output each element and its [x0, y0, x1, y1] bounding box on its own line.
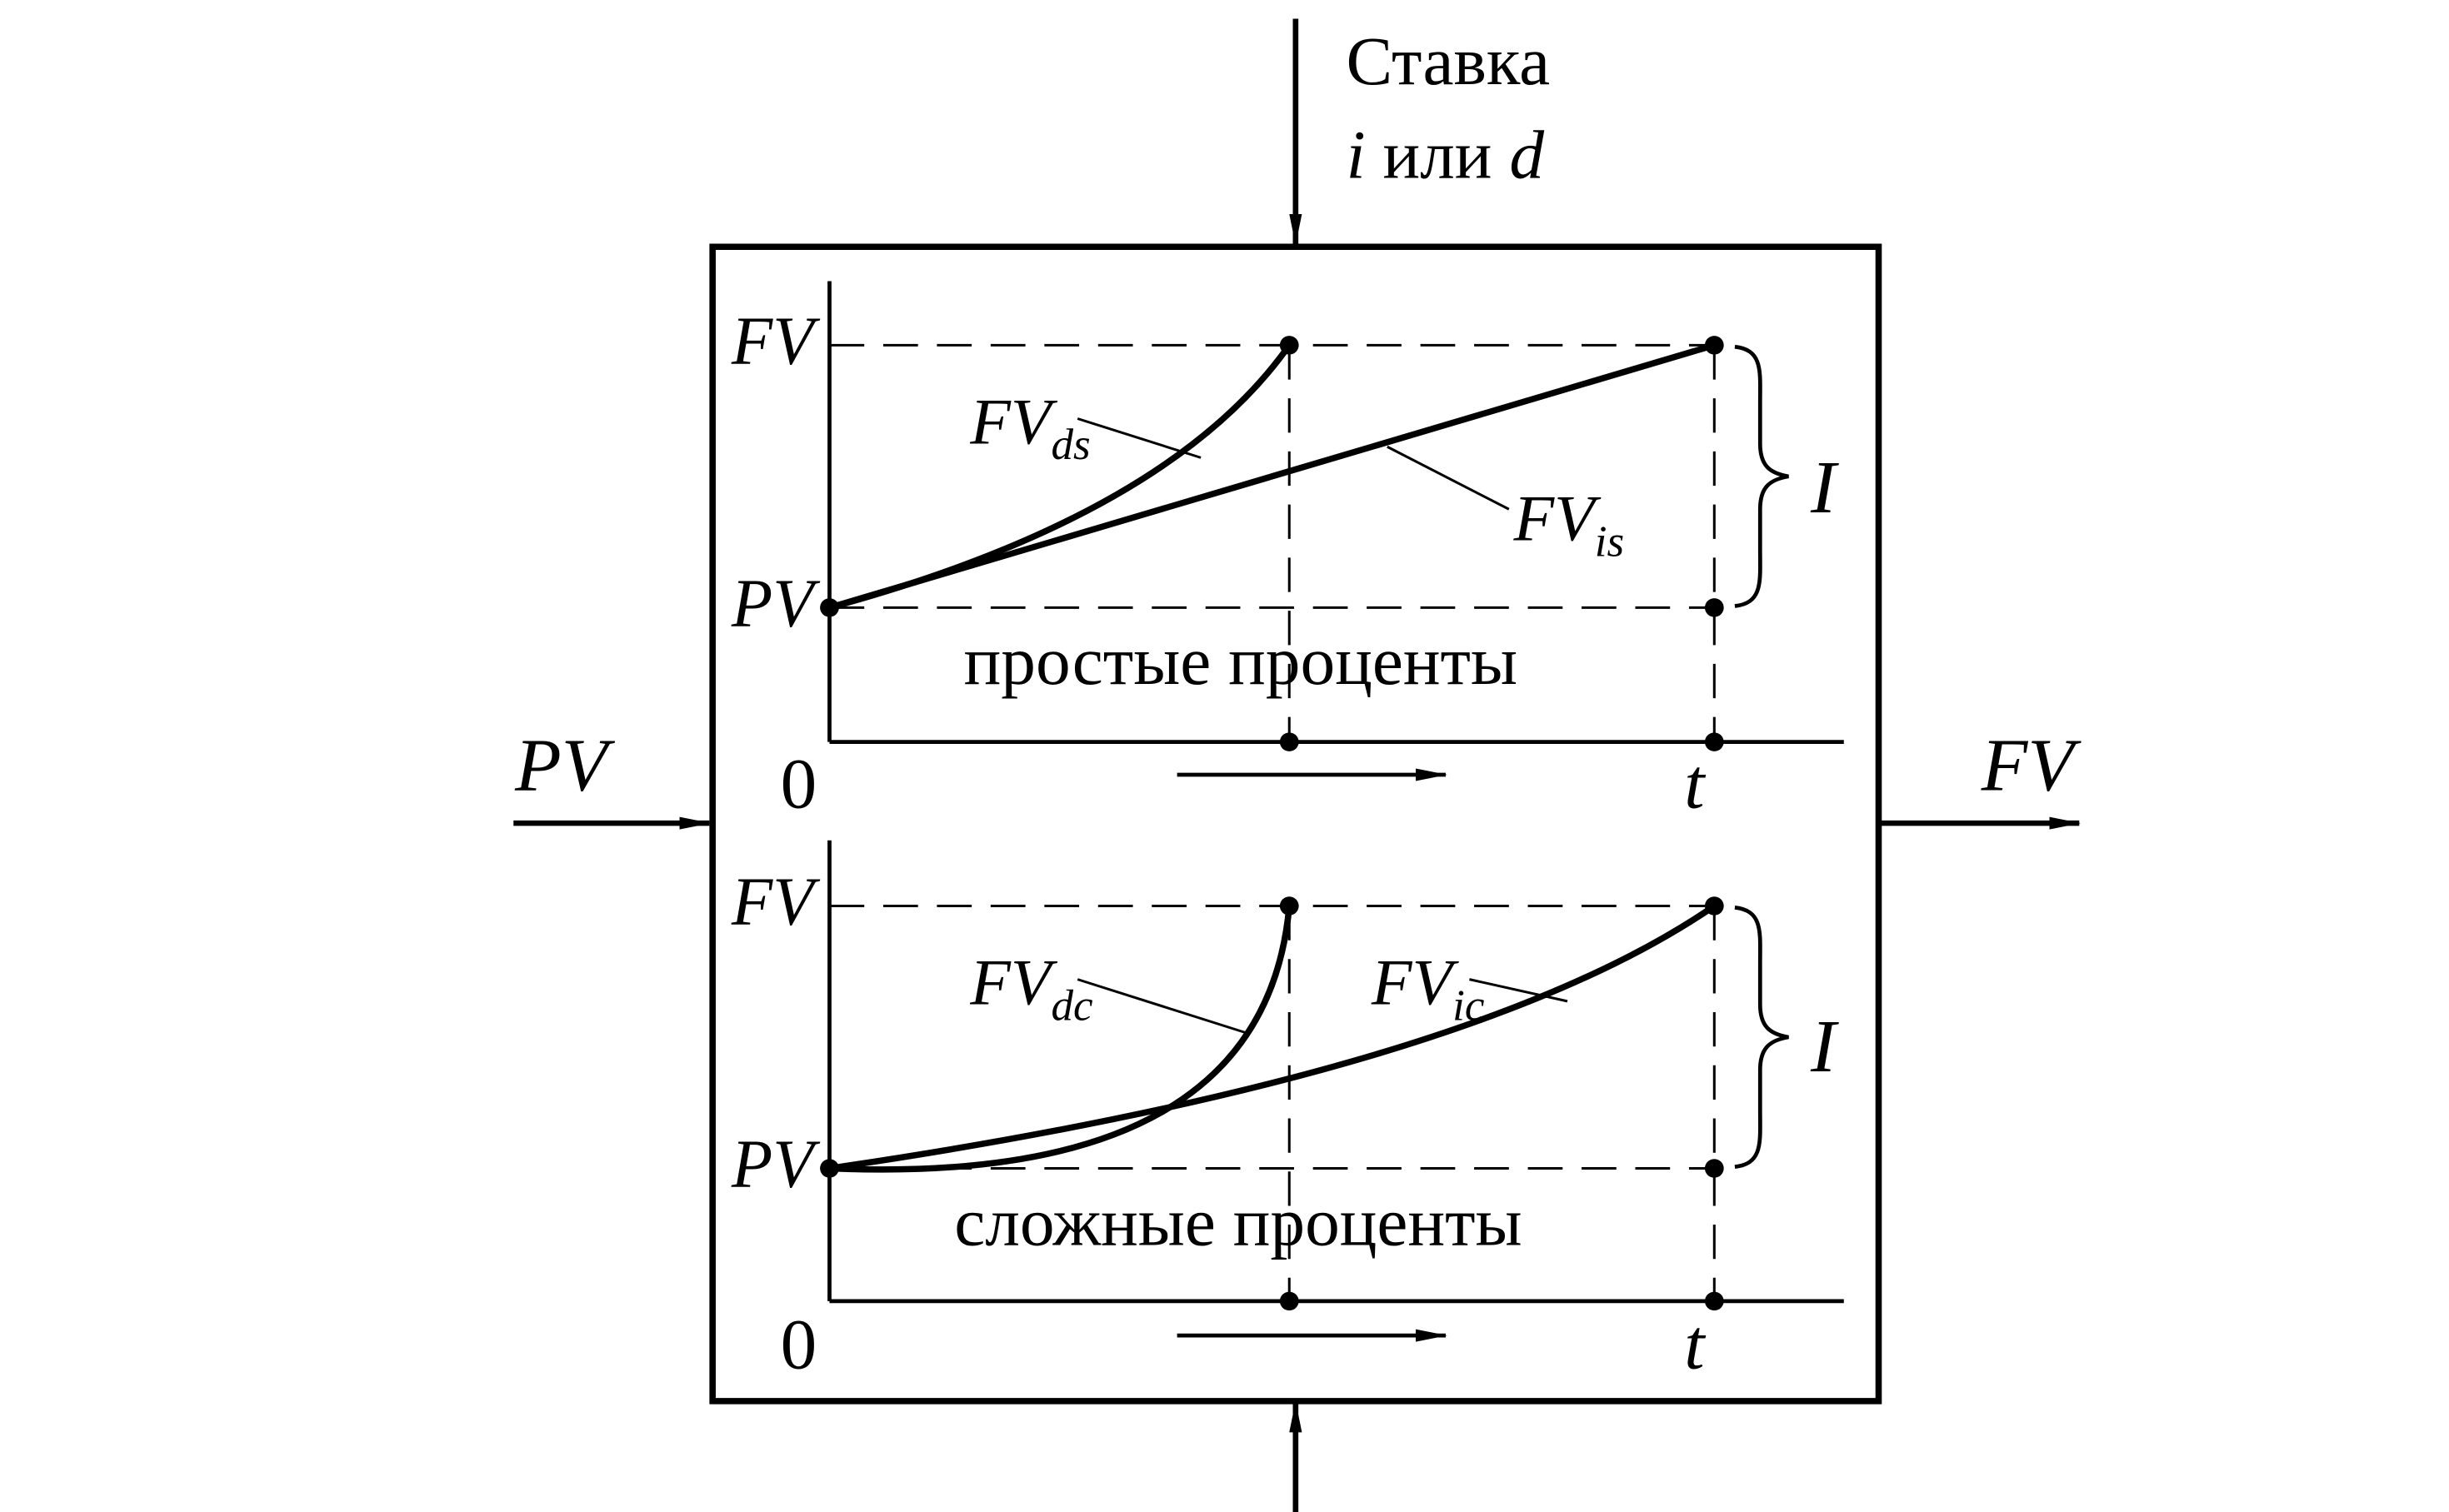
- pv-point: [820, 1159, 839, 1178]
- fv-dc-leader: [1077, 978, 1246, 1034]
- fv-axis-label: FV: [731, 302, 821, 378]
- pv-input-label: PV: [514, 723, 615, 806]
- fv-ic-curve: [828, 903, 1717, 1172]
- origin-label: 0: [781, 1305, 817, 1384]
- fv-ic-leader: [1469, 978, 1568, 1003]
- rate-or: или: [1366, 117, 1510, 192]
- rate-symbols: i или d: [1347, 117, 1545, 192]
- fv-dc-curve: [829, 906, 1293, 1173]
- t-label: t: [1684, 744, 1706, 823]
- compound-interest-panel: FV PV 0 t сложные проценты FVdc FVic I: [731, 840, 1844, 1384]
- t-pv-point: [1704, 1159, 1724, 1178]
- interest-label: I: [1810, 445, 1839, 528]
- pv-axis-label: PV: [731, 565, 821, 641]
- rate-input: Ставка i или d: [1289, 18, 1551, 246]
- fv-ic-label: FVic: [1371, 946, 1485, 1030]
- fv-is-label: FVis: [1512, 482, 1624, 566]
- panel-caption: сложные проценты: [954, 1184, 1522, 1260]
- operation-box: [709, 243, 1882, 1405]
- t-axis-point: [1704, 1291, 1724, 1311]
- fv-axis-label: FV: [731, 863, 821, 939]
- fv-is-leader: [1387, 445, 1510, 511]
- t-axis-point: [1704, 732, 1724, 751]
- pv-axis-label: PV: [731, 1125, 821, 1201]
- interest-brace: [1734, 906, 1789, 1169]
- mid-axis-point: [1279, 732, 1299, 751]
- fv-ds-leader: [1077, 417, 1202, 459]
- simple-interest-panel: FV PV 0 t простые проценты FVds FVis I: [731, 281, 1844, 823]
- rate-i: i: [1347, 117, 1366, 192]
- t-pv-point: [1704, 598, 1724, 617]
- origin-label: 0: [781, 744, 817, 823]
- fv-dc-label: FVdc: [969, 946, 1092, 1030]
- rate-label: Ставка: [1347, 23, 1551, 99]
- pv-input: PV: [513, 723, 712, 830]
- fv-ds-label: FVds: [969, 386, 1090, 469]
- fv-ds-curve: [828, 343, 1292, 611]
- interest-label: I: [1810, 1005, 1839, 1088]
- fv-dc-point: [1279, 896, 1299, 916]
- fv-output: FV: [1880, 723, 2082, 830]
- fv-ic-point: [1704, 896, 1724, 916]
- fv-ds-point: [1279, 336, 1299, 355]
- panel-caption: простые проценты: [964, 623, 1517, 699]
- fv-is-line: [828, 342, 1716, 611]
- fv-output-label: FV: [1981, 723, 2082, 806]
- fv-is-point: [1704, 336, 1724, 355]
- t-label: t: [1684, 1305, 1706, 1384]
- rate-d: d: [1509, 117, 1544, 192]
- pv-point: [820, 598, 839, 617]
- interest-brace: [1734, 344, 1789, 608]
- mid-axis-point: [1279, 1291, 1299, 1311]
